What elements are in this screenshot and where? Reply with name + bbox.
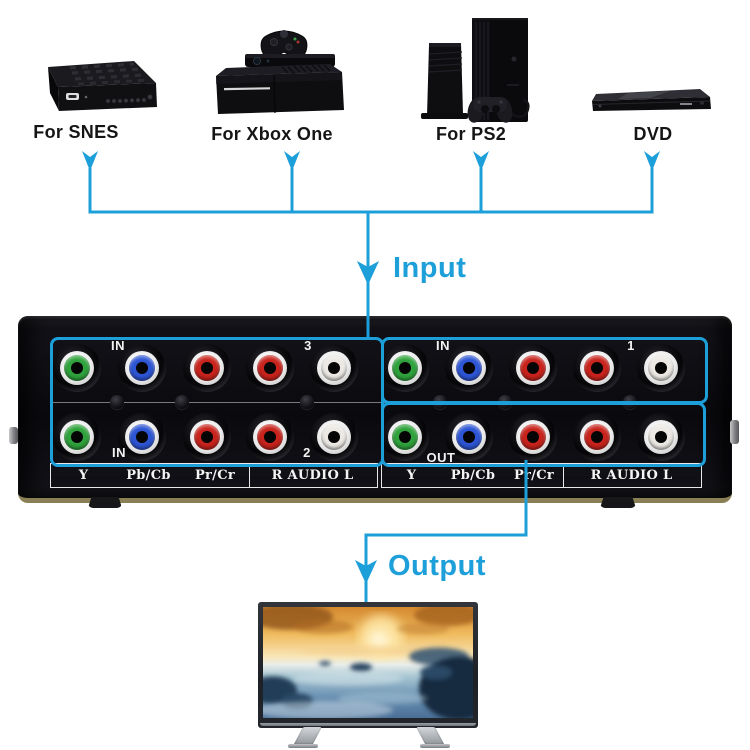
rca-port-out-4 [637,413,685,461]
port-label-cell: Pb/Cb [450,468,496,483]
rca-port-in-2-3 [246,413,294,461]
rca-port-in-3-3 [246,344,294,392]
group-label-in3: IN [111,338,125,353]
rca-port-in-3-4 [310,344,358,392]
port-label-cell: Pr/Cr [513,468,555,483]
rca-port-out-3 [573,413,621,461]
snes-console [48,61,157,111]
rca-port-in-3-1 [118,344,166,392]
ps2-fat-console [472,18,528,122]
tv-image [258,602,478,728]
group-label-in2: IN [112,445,126,460]
rca-port-in-1-1 [445,344,493,392]
screw-icon [110,395,124,409]
switcher-foot [600,497,636,508]
tv-foot-right [420,744,450,748]
side-bolt [730,420,739,444]
device-label-xbox: For Xbox One [211,124,333,144]
dvd-player-image [592,89,711,111]
port-label-cell: Y [78,468,89,483]
rca-port-in-3-2 [183,344,231,392]
ps2-console-image [421,18,530,123]
device-label-dvd: DVD [633,124,673,144]
port-label-strip-left: Y Pb/Cb Pr/Cr R AUDIO L [50,463,378,488]
group-number-1: 1 [627,338,635,353]
xbox-controller [260,30,308,59]
port-label-cell: R AUDIO L [563,464,699,487]
rca-port-in-2-1 [118,413,166,461]
arrow-down-icon [357,261,379,285]
rca-port-in-1-0 [381,344,429,392]
device-label-ps2: For PS2 [435,124,507,144]
rca-port-in-2-2 [183,413,231,461]
port-label-cell: Y [406,468,417,483]
highlight-rect-output [381,402,706,467]
rca-port-in-3-0 [53,344,101,392]
panel-seam [52,402,700,403]
tv-bottom-trim [260,723,476,726]
port-label-cell: R AUDIO L [249,464,375,487]
port-label-cell: Pb/Cb [126,468,171,483]
screw-icon [300,395,314,409]
side-bolt [9,427,18,444]
rca-port-out-2 [509,413,557,461]
arrow-down-icon [284,151,300,171]
arrow-down-icon [82,151,98,171]
ps2-controller [467,97,530,123]
arrow-down-icon [644,151,660,171]
snes-console-image [48,61,157,111]
rca-port-in-2-4 [310,413,358,461]
rca-port-in-1-3 [573,344,621,392]
xbox-console-body [216,64,344,114]
rca-port-out-0 [381,413,429,461]
device-label-snes: For SNES [33,122,119,142]
input-caption: Input [393,252,467,284]
tv-foot-left [288,744,318,748]
rca-port-in-2-0 [53,413,101,461]
tv-screen-picture [263,607,473,718]
arrow-down-icon [355,560,377,584]
dvd-player [592,89,711,111]
highlight-rect-input-1 [381,337,708,404]
group-number-2: 2 [303,445,311,460]
xbox-one-console-image [216,30,344,114]
rca-port-out-1 [445,413,493,461]
tv-screen [263,607,473,718]
highlight-rect-inputs-left [50,337,384,467]
port-label-cell: Pr/Cr [194,468,236,483]
switcher-foot [88,497,122,508]
arrow-down-icon [473,151,489,171]
group-label-in1: IN [436,338,450,353]
group-number-3: 3 [304,338,312,353]
rca-port-in-1-2 [509,344,557,392]
ps2-slim-console [421,43,468,119]
screw-icon [175,395,189,409]
input-bus-lines [82,151,660,214]
output-caption: Output [388,550,487,582]
rca-port-in-1-4 [637,344,685,392]
